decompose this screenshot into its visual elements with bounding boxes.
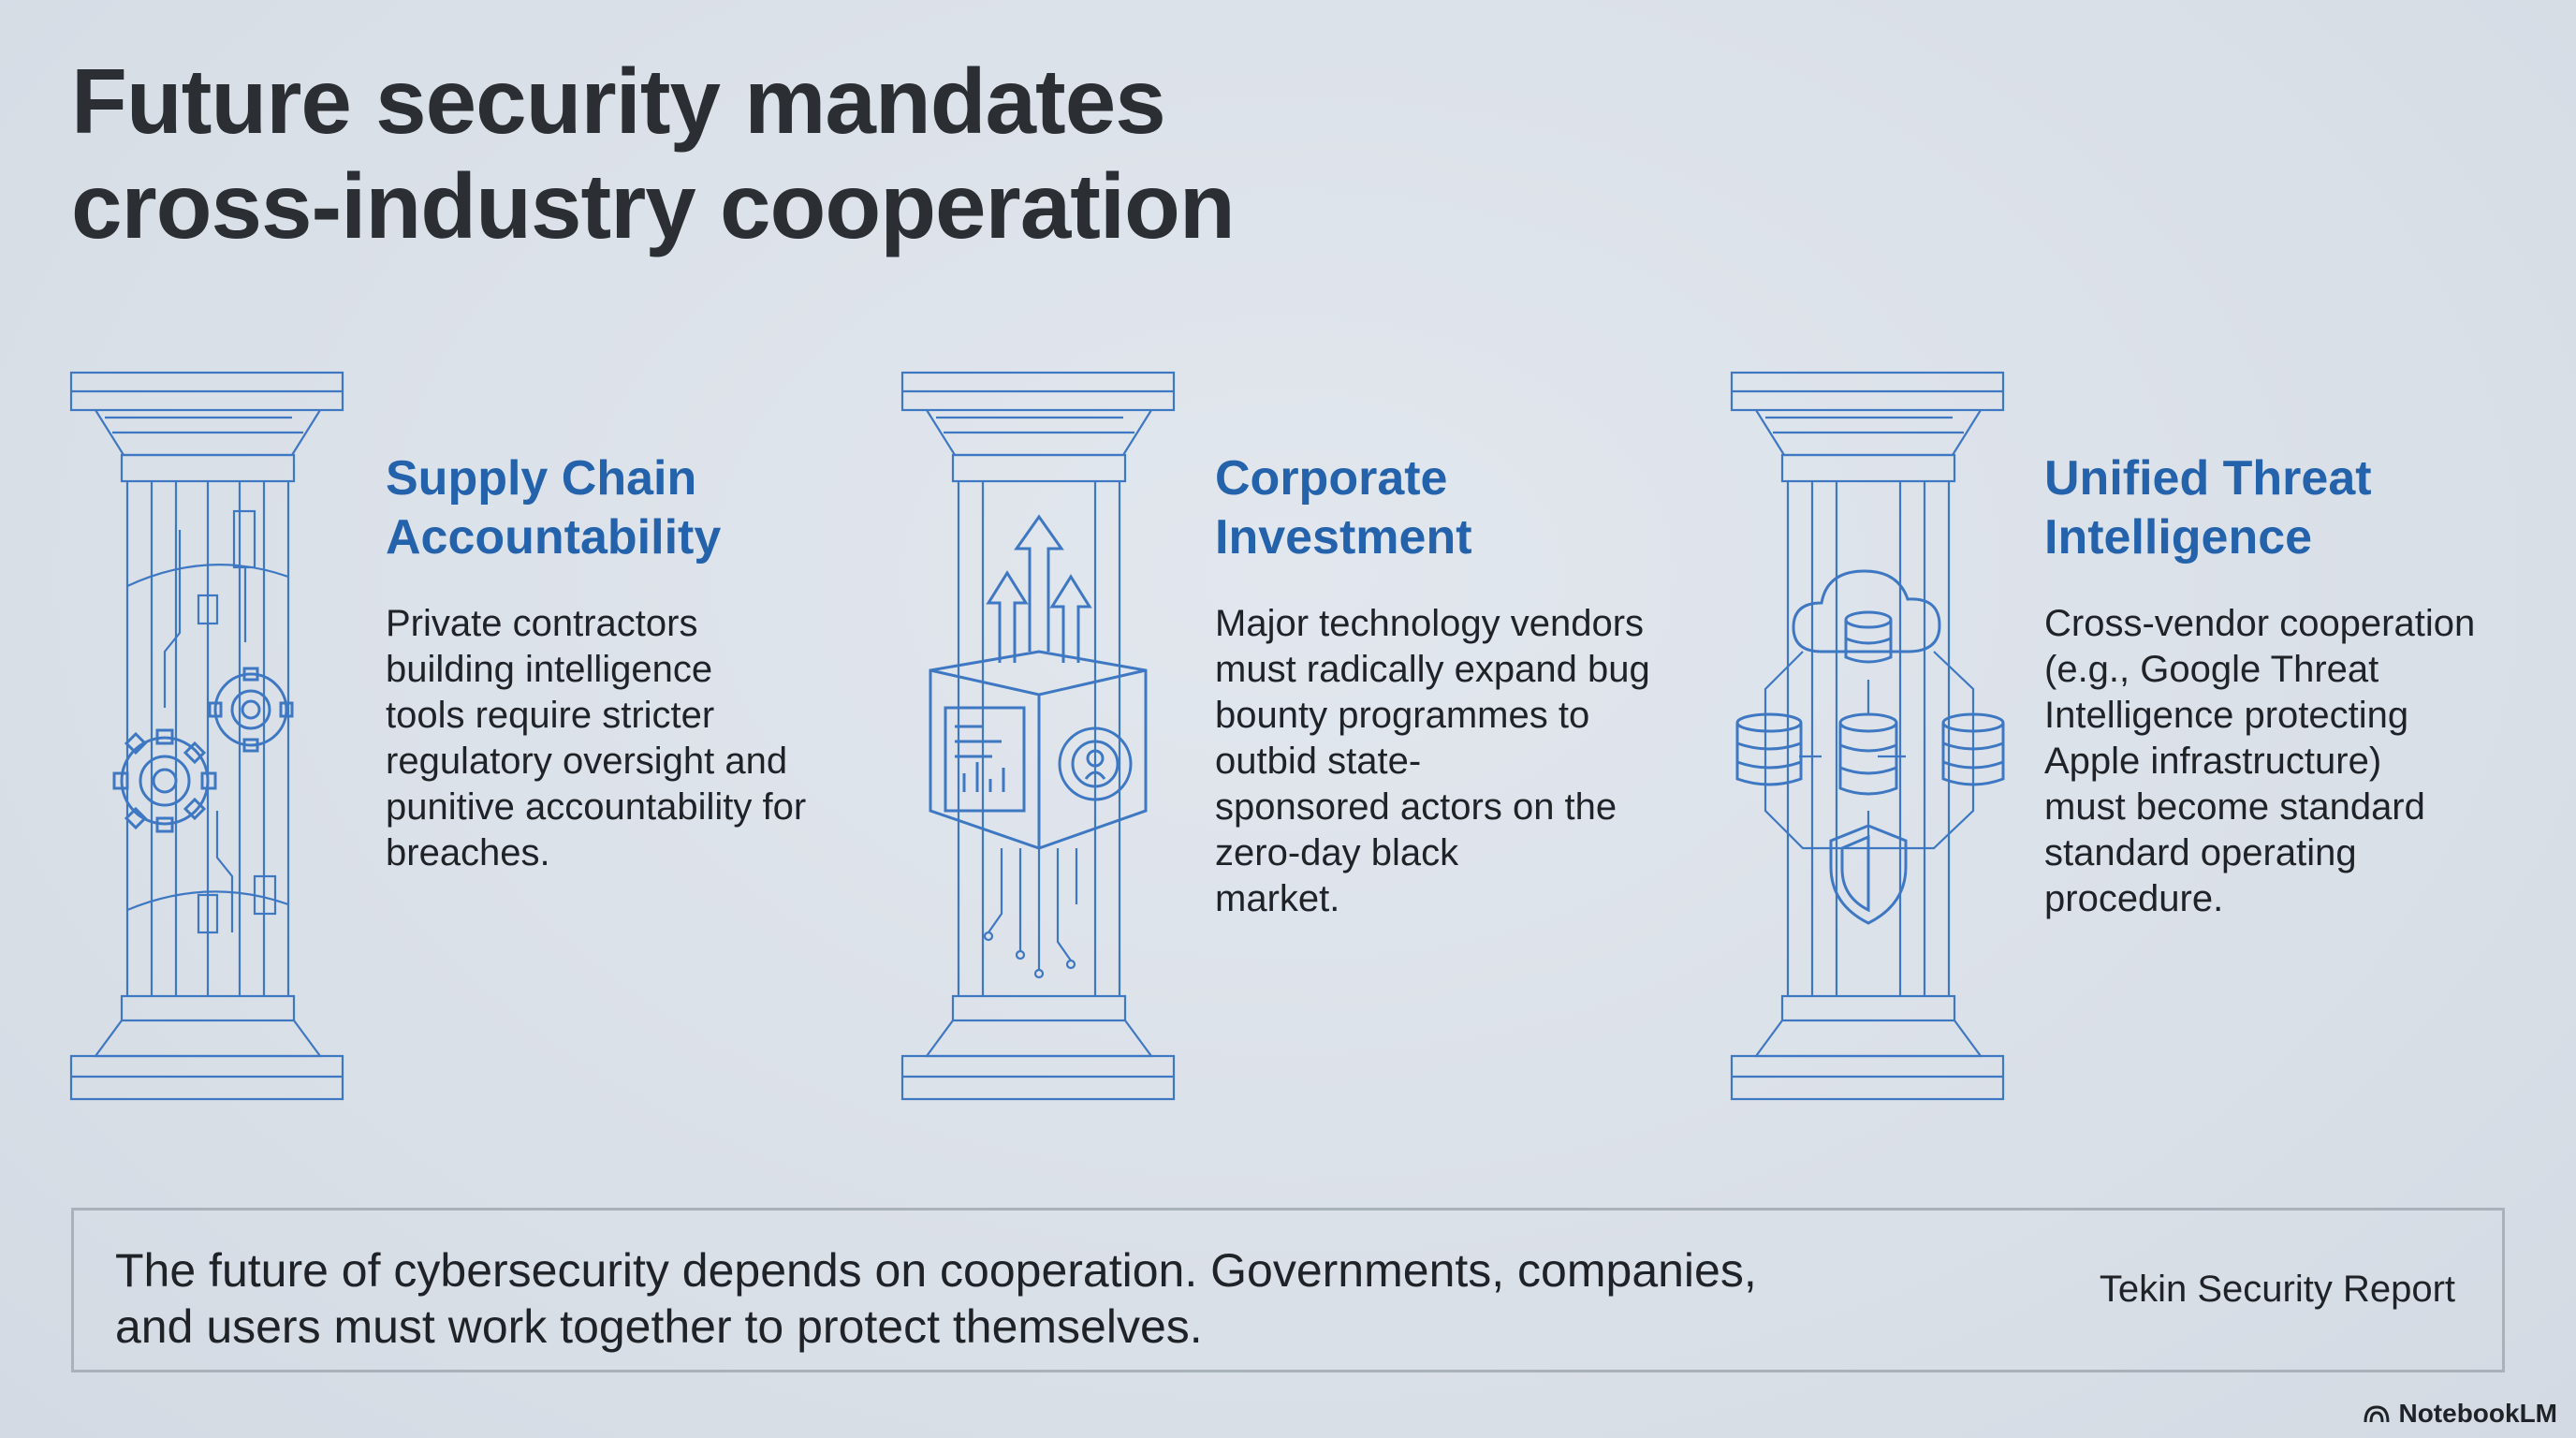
body-line: zero-day black <box>1215 832 1459 873</box>
body-line: Major technology vendors <box>1215 603 1645 644</box>
pillar-body-threat-intelligence: Cross-vendor cooperation (e.g., Google T… <box>2044 601 2475 922</box>
body-line: Intelligence protecting <box>2044 695 2409 736</box>
pillar-heading-supply-chain: Supply Chain Accountability <box>386 449 721 567</box>
notebooklm-logo-icon <box>2364 1405 2390 1423</box>
pillar-body-corporate-investment: Major technology vendors must radically … <box>1215 601 1650 922</box>
title-line-1: Future security mandates <box>71 50 1166 153</box>
body-line: procedure. <box>2044 878 2224 919</box>
slide-title: Future security mandates cross-industry … <box>71 49 1236 258</box>
summary-line: and users must work together to protect … <box>115 1300 1203 1353</box>
body-line: must become standard <box>2044 786 2425 828</box>
body-line: building intelligence <box>386 649 713 690</box>
body-line: punitive accountability for <box>386 786 807 828</box>
body-line: breaches. <box>386 832 550 873</box>
body-line: tools require stricter <box>386 695 715 736</box>
notebooklm-watermark: NotebookLM <box>2363 1399 2557 1429</box>
body-line: bounty programmes to <box>1215 695 1590 736</box>
body-line: regulatory oversight and <box>386 741 788 782</box>
title-line-2: cross-industry cooperation <box>71 154 1236 257</box>
body-line: Apple infrastructure) <box>2044 741 2382 782</box>
pillar-heading-threat-intelligence: Unified Threat Intelligence <box>2044 449 2372 567</box>
body-line: market. <box>1215 878 1340 919</box>
summary-line: The future of cybersecurity depends on c… <box>115 1244 1757 1297</box>
brand-label: NotebookLM <box>2398 1399 2557 1428</box>
heading-line: Unified Threat <box>2044 451 2372 506</box>
heading-line: Supply Chain <box>386 451 697 506</box>
pillar-heading-corporate-investment: Corporate Investment <box>1215 449 1472 567</box>
heading-line: Investment <box>1215 510 1472 565</box>
body-line: (e.g., Google Threat <box>2044 649 2379 690</box>
pillar-illustration-supply-chain <box>69 371 344 1101</box>
body-line: sponsored actors on the <box>1215 786 1617 828</box>
body-line: must radically expand bug <box>1215 649 1650 690</box>
body-line: outbid state- <box>1215 741 1422 782</box>
summary-box: The future of cybersecurity depends on c… <box>71 1208 2505 1372</box>
pillar-body-supply-chain: Private contractors building intelligenc… <box>386 601 806 876</box>
body-line: Cross-vendor cooperation <box>2044 603 2476 644</box>
heading-line: Corporate <box>1215 451 1448 506</box>
pillar-illustration-corporate-investment <box>900 371 1176 1101</box>
source-label: Tekin Security Report <box>2099 1269 2455 1310</box>
body-line: Private contractors <box>386 603 698 644</box>
heading-line: Accountability <box>386 510 722 565</box>
heading-line: Intelligence <box>2044 510 2313 565</box>
pillar-illustration-threat-intelligence <box>1730 371 2005 1101</box>
body-line: standard operating <box>2044 832 2357 873</box>
summary-text: The future of cybersecurity depends on c… <box>115 1242 1757 1355</box>
